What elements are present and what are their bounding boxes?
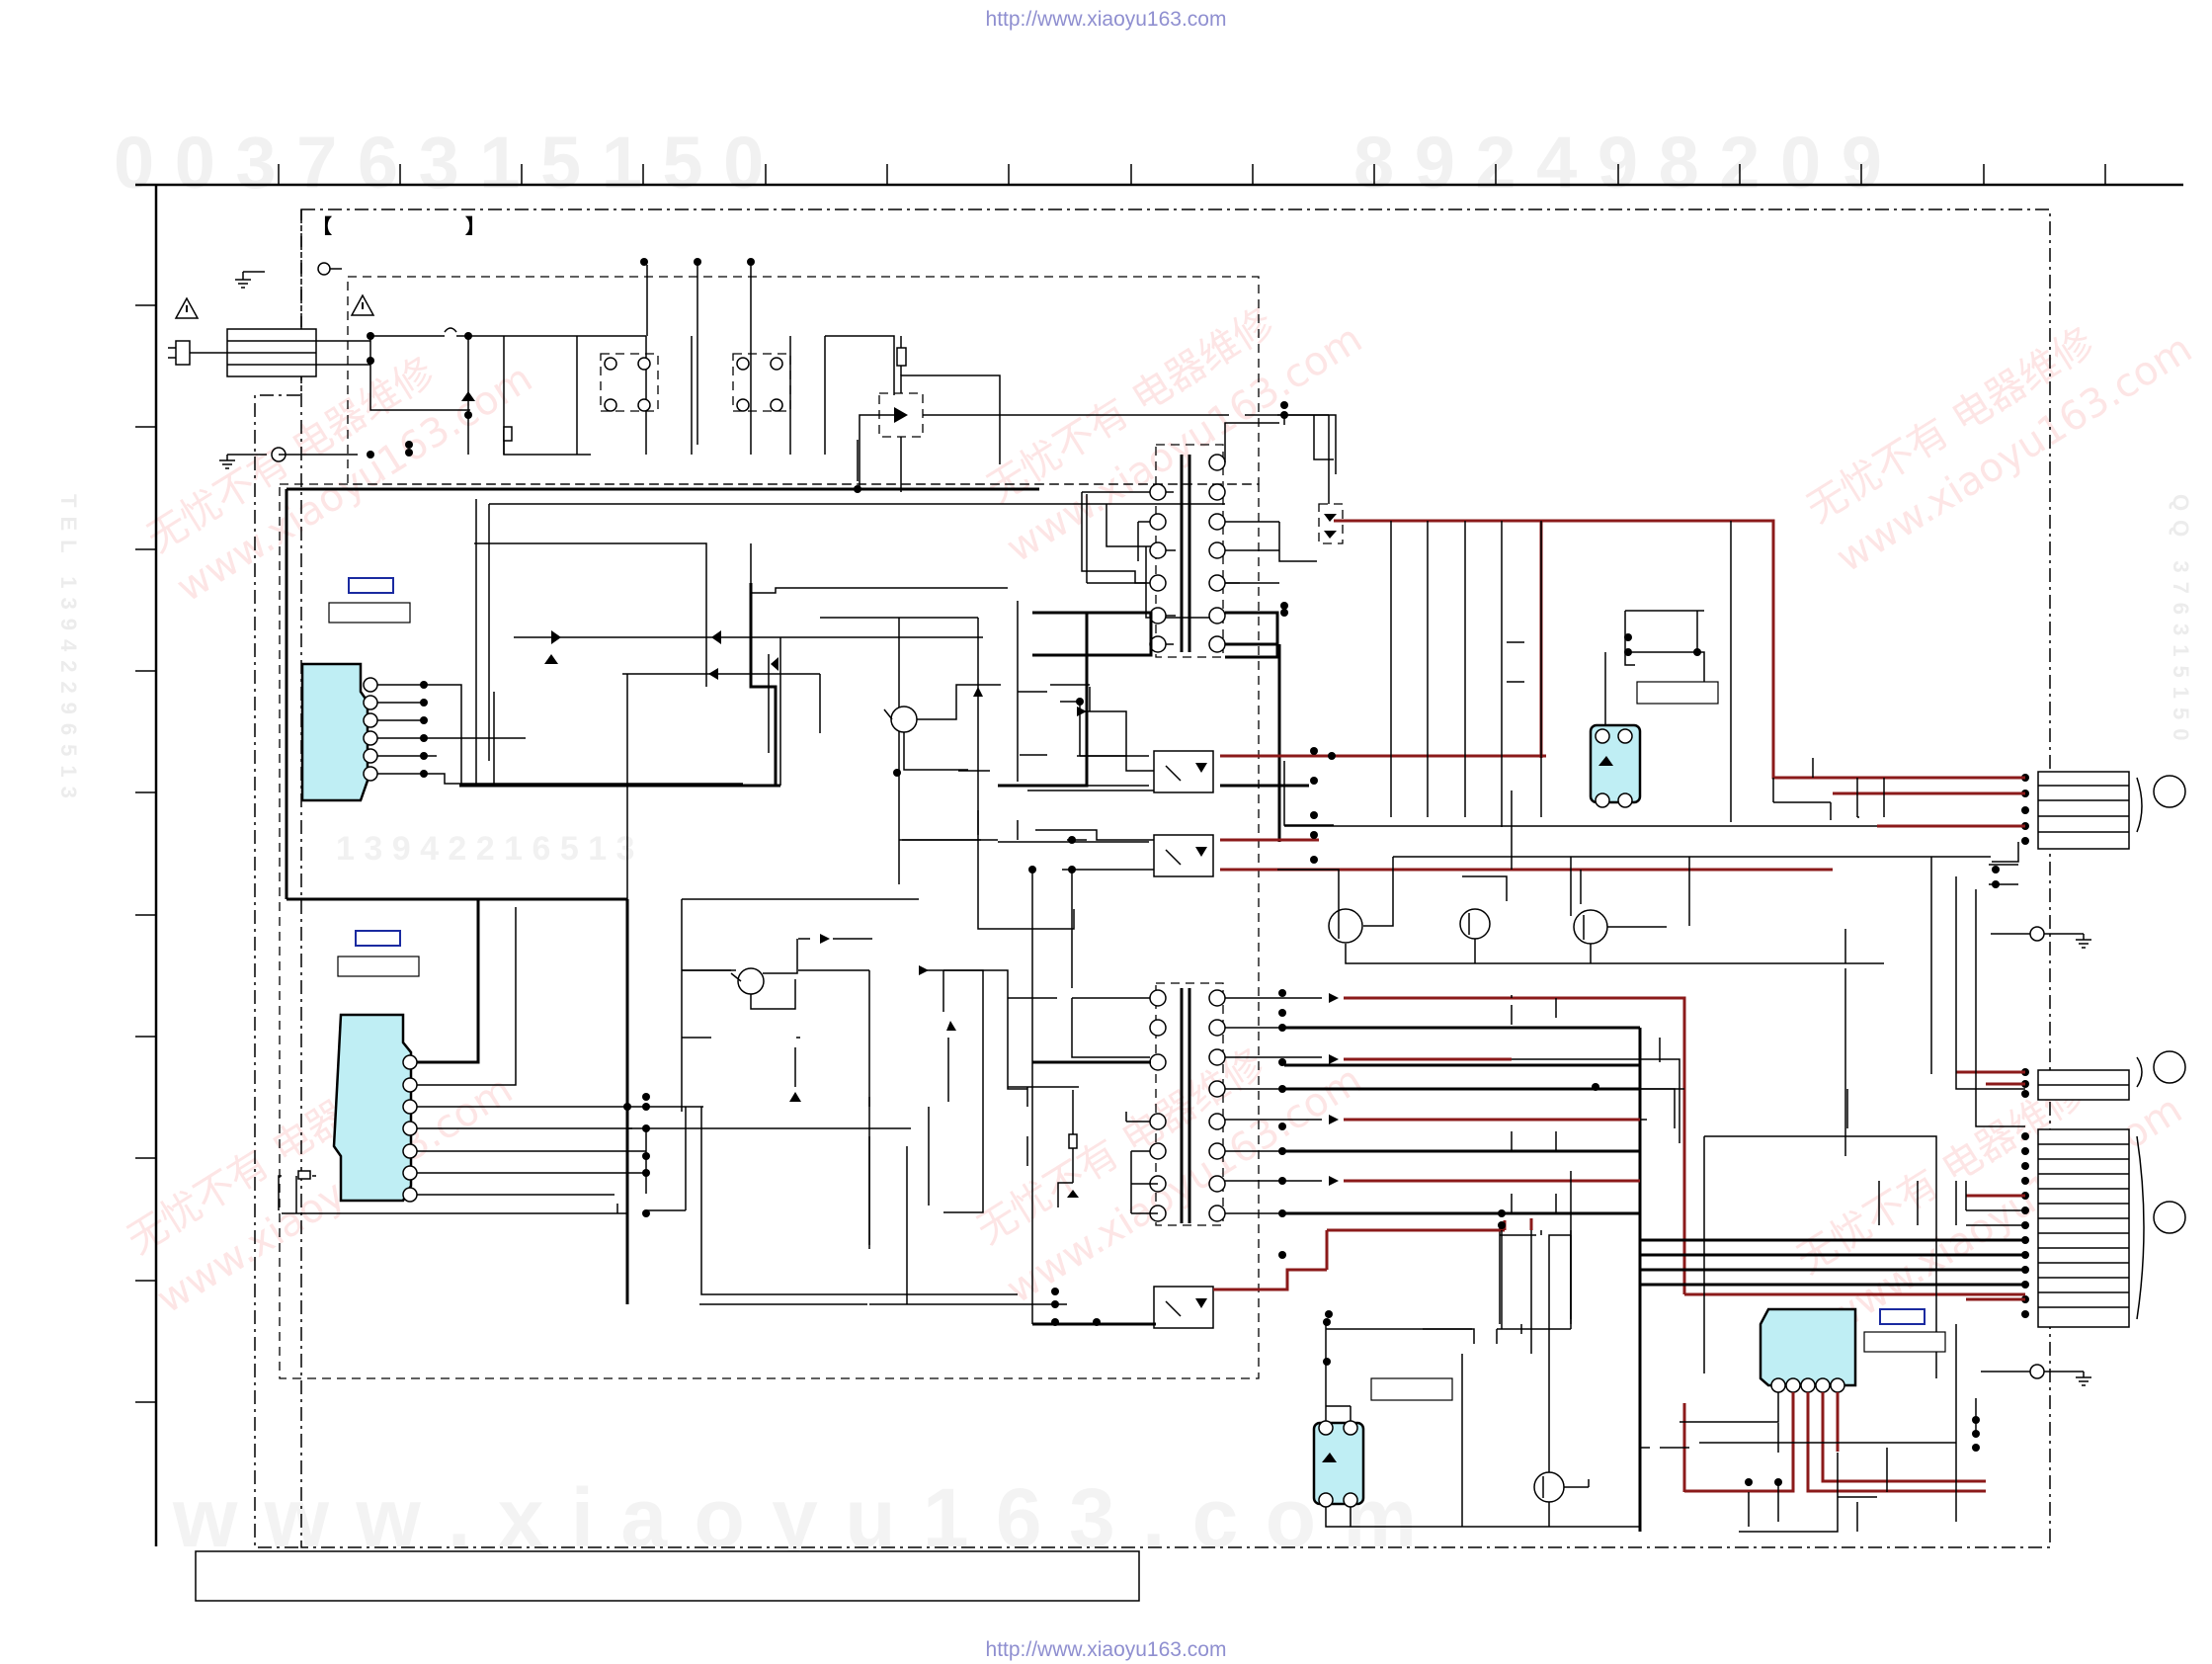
- warning-icon: [350, 293, 375, 316]
- optocoupler-2: [1153, 834, 1214, 877]
- standby-controller-ic: [332, 930, 420, 1203]
- board-outline-left-step: [254, 209, 302, 1548]
- ic-ref-label: [355, 930, 401, 947]
- grid-ticks-left: [135, 304, 156, 1403]
- ic-ref-label: [348, 577, 394, 594]
- connector-cn1: [2021, 771, 2186, 850]
- connector-cn3: [2021, 1128, 2186, 1328]
- line-filter-1: [600, 353, 659, 412]
- watermark-digits-left: 0 0 3 7 6 3 1 5 1 5 0: [114, 122, 764, 204]
- note-box: [195, 1550, 1140, 1602]
- output-regulator-ic: [1759, 1307, 1946, 1393]
- ground-symbol-icon: [235, 262, 331, 289]
- primary-controller-ic: [300, 577, 411, 802]
- tl431-regulator-top: [1589, 723, 1642, 808]
- ic-ref-label: [1879, 1308, 1925, 1325]
- warning-icon: [174, 296, 200, 319]
- watermark-side-right: QQ 376315150: [2169, 494, 2193, 749]
- output-rectifier-diodes: [1329, 993, 1339, 1186]
- transistor-q3: [1573, 909, 1608, 945]
- ground-symbol-icon: [1991, 926, 2091, 949]
- watermark-digits-mid: 1 3 9 4 2 2 1 6 5 1 3: [336, 830, 634, 868]
- board-outline: [300, 208, 2051, 1548]
- tl431-regulator-bottom: [1312, 1420, 1365, 1508]
- optocoupler-3: [1153, 1286, 1214, 1329]
- transformer-2-outline: [1155, 982, 1224, 1226]
- transistor-q2: [1459, 908, 1491, 940]
- primary-section-outline: [279, 483, 1260, 1379]
- url-top[interactable]: http://www.xiaoyu163.com: [985, 8, 1227, 31]
- ic-name-label: [328, 602, 411, 624]
- title-bracket-close: 】: [465, 214, 485, 238]
- url-bottom[interactable]: http://www.xiaoyu163.com: [985, 1638, 1227, 1661]
- optocoupler-1: [1153, 750, 1214, 793]
- ground-symbol-icon: [1981, 1364, 2091, 1386]
- junction-dots: [367, 258, 2000, 1486]
- watermark-site-bottom: w w w . x i a o y u 1 6 3 . c o m: [172, 1471, 1419, 1564]
- ic-name-label: [337, 956, 420, 977]
- connector-cn2: [2021, 1050, 2186, 1101]
- grid-frame: [135, 164, 2183, 1546]
- regulator-name-label: [1636, 681, 1719, 705]
- ac-plug-icon: [168, 328, 317, 377]
- watermark-side-left: TEL 13942296513: [56, 494, 81, 807]
- grid-ticks-top: [278, 164, 2106, 185]
- transistor-q4: [1533, 1471, 1565, 1503]
- line-filter-2: [732, 353, 791, 412]
- ic-name-label: [1863, 1331, 1946, 1353]
- watermark-digits-right: 8 9 2 4 9 8 2 0 9: [1353, 122, 1882, 204]
- title-bracket-open: 【: [312, 214, 332, 238]
- ac-input-section: [168, 262, 1229, 492]
- regulator-name-label: [1370, 1377, 1453, 1401]
- secondary-diode-pack: [1318, 503, 1344, 544]
- transistor-q1: [1328, 908, 1363, 944]
- main-transformer: [1149, 454, 1226, 653]
